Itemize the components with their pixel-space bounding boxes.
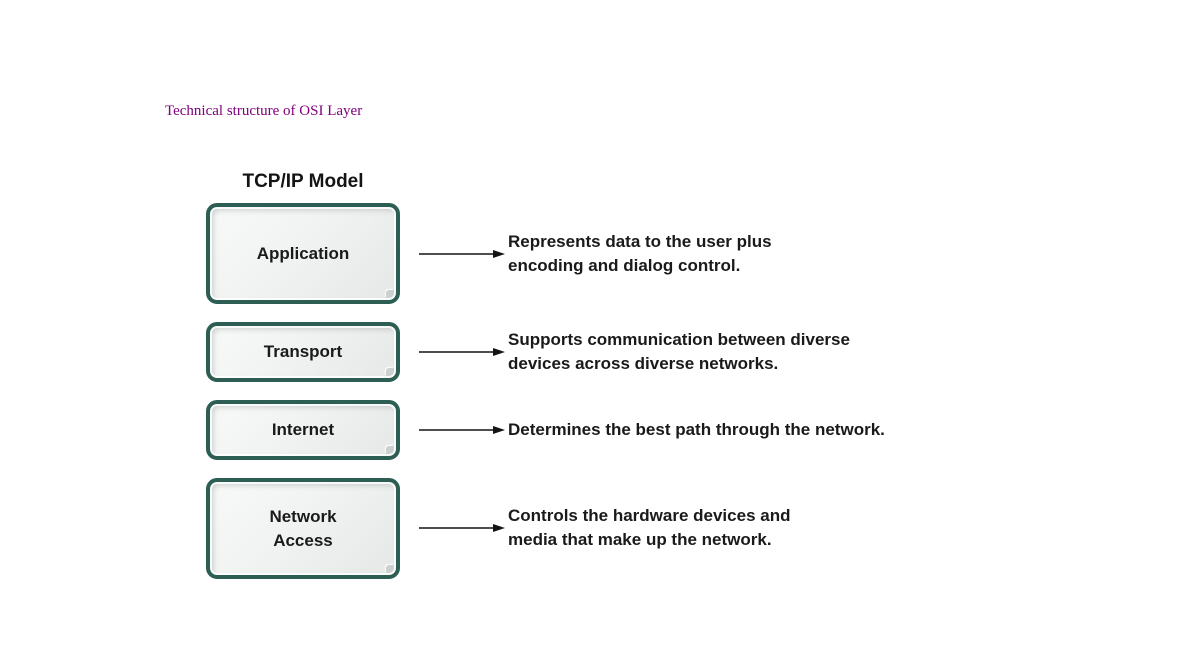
description-line: Determines the best path through the net… [508,420,885,439]
description-line: Represents data to the user plus [508,232,772,251]
layer-box-transport: Transport [206,322,400,382]
layer-label-internet: Internet [272,418,334,442]
layer-label-transport: Transport [264,340,342,364]
arrow-icon-internet [419,426,505,434]
layer-label-line: Application [256,243,350,263]
layer-label-line: Access [273,530,333,550]
layer-description-application: Represents data to the user plus encodin… [508,230,772,278]
arrow-icon-transport [419,348,505,356]
layer-box-application: Application [206,203,400,304]
corner-grip-icon [386,368,394,376]
corner-grip-icon [386,565,394,573]
layer-description-transport: Supports communication between diverse d… [508,328,850,376]
layer-description-internet: Determines the best path through the net… [508,418,885,442]
document-title: Technical structure of OSI Layer [165,103,363,119]
layer-box-network-access: Network Access [206,478,400,579]
description-line: Supports communication between diverse [508,330,850,349]
description-line: Controls the hardware devices and [508,506,791,525]
description-line: devices across diverse networks. [508,354,779,373]
layer-label-network-access: Network Access [269,505,336,553]
corner-grip-icon [386,446,394,454]
layer-box-internet: Internet [206,400,400,460]
arrow-icon-network-access [419,524,505,532]
layer-label-line: Network [269,506,337,526]
description-line: encoding and dialog control. [508,256,741,275]
layer-label-line: Internet [271,420,335,439]
model-heading: TCP/IP Model [242,171,364,192]
layer-label-line: Transport [263,342,343,361]
layer-label-application: Application [257,242,350,266]
arrow-icon-application [419,250,505,258]
corner-grip-icon [386,290,394,298]
description-line: media that make up the network. [508,530,772,549]
layer-description-network-access: Controls the hardware devices and media … [508,504,790,552]
